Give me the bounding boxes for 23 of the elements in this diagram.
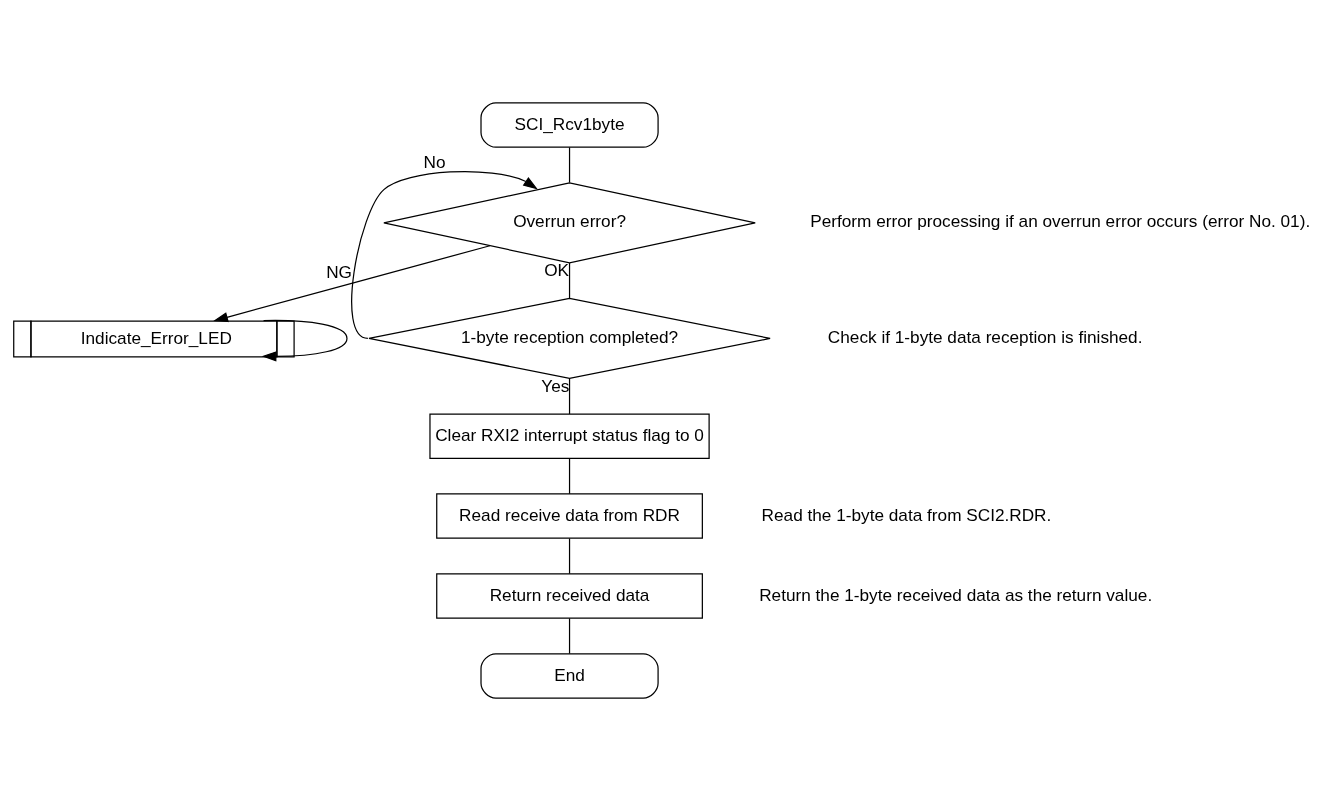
connector [568, 377, 571, 415]
connector [568, 457, 571, 495]
connector [568, 262, 571, 299]
connector [568, 537, 571, 575]
node-diamond: 1-byte reception completed? [368, 297, 771, 379]
connector [568, 146, 571, 184]
node-label: Perform error processing if an overrun error occurs (error No. 01). [810, 211, 1311, 232]
arrow [351, 170, 538, 339]
node-diamond: Overrun error? [383, 182, 756, 264]
edge-label: NG [326, 262, 353, 283]
edge-label: Yes [541, 376, 570, 397]
node-label: Check if 1-byte data reception is finished. [827, 326, 1143, 347]
node-label: Return the 1-byte received data as the return value. [759, 584, 1153, 605]
node-box: SCI_Rcv1byte [480, 102, 659, 148]
node-box: Read receive data from RDR [436, 493, 703, 539]
node-box: End [480, 653, 659, 699]
node-box: Return received data [436, 573, 703, 619]
arrow [213, 245, 491, 323]
arrow [261, 319, 348, 362]
node-label: Read the 1-byte data from SCI2.RDR. [761, 504, 1052, 525]
connector [568, 617, 571, 655]
edge-label: No [423, 151, 446, 172]
node-box: Clear RXI2 interrupt status flag to 0 [429, 413, 710, 459]
